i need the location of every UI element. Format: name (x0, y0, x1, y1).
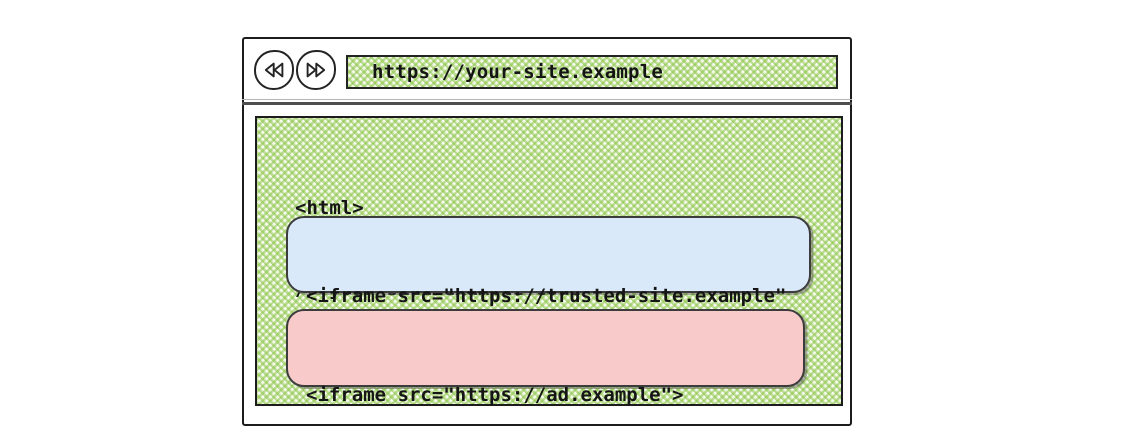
browser-window: https://your-site.example <html> // your… (242, 37, 852, 426)
ad-iframe-code-line: <iframe src="https://ad.example"> (306, 384, 684, 406)
url-text: https://your-site.example (372, 61, 663, 83)
forward-button[interactable] (296, 50, 336, 90)
browser-toolbar: https://your-site.example (244, 39, 850, 100)
fast-forward-icon (306, 62, 326, 78)
ad-iframe-box: <iframe src="https://ad.example"> (286, 309, 805, 406)
trusted-iframe-code-line-1: <iframe src="https://trusted-site.exampl… (306, 285, 787, 307)
toolbar-divider (242, 99, 852, 105)
code-line-html-open: <html> (295, 197, 364, 219)
rewind-icon (264, 62, 284, 78)
trusted-iframe-box: <iframe src="https://trusted-site.exampl… (286, 216, 811, 388)
address-bar[interactable]: https://your-site.example (346, 55, 838, 89)
back-button[interactable] (254, 50, 294, 90)
page-viewport: <html> // your-site.example code <iframe… (255, 116, 843, 406)
